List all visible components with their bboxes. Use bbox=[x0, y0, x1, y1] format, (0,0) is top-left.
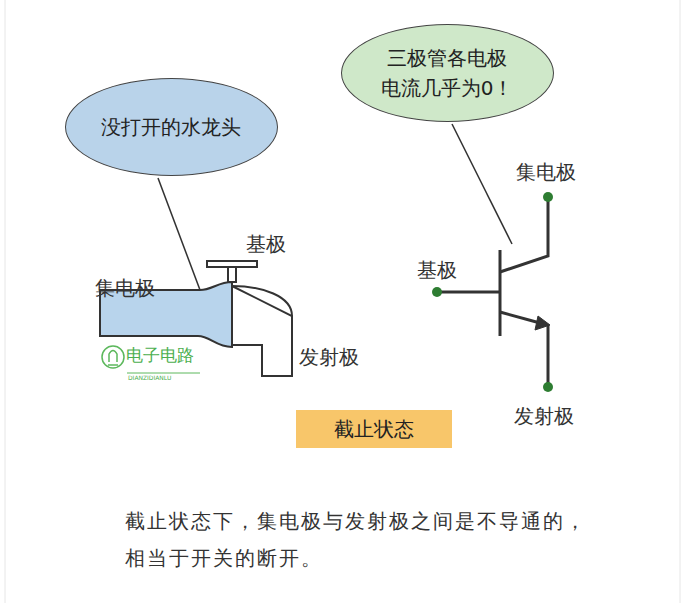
callout-ellipse: 没打开的水龙头 bbox=[65, 78, 278, 176]
pin-label: 集电极 bbox=[516, 160, 576, 184]
node-text: 截止状态 bbox=[334, 414, 414, 444]
caption: 截止状态下，集电极与发射极之间是不导通的，相当于开关的断开。 bbox=[125, 503, 600, 577]
terminal-dot bbox=[432, 192, 553, 392]
pin-label: 基极 bbox=[417, 258, 457, 282]
node-text: 三极管各电极 电流几乎为0！ bbox=[377, 43, 517, 103]
logo-icon bbox=[102, 346, 200, 373]
state-box: 截止状态 bbox=[296, 410, 452, 448]
watermark: DIANZIDIANLU bbox=[128, 374, 171, 381]
frame-line bbox=[5, 0, 6, 603]
frame-line bbox=[680, 0, 681, 603]
leader-line bbox=[158, 178, 203, 298]
pin-label: 发射极 bbox=[514, 404, 574, 428]
part-label: 基极 bbox=[246, 232, 286, 256]
watermark: 电子电路 bbox=[126, 345, 194, 365]
part-label: 发射极 bbox=[299, 345, 359, 369]
leader-line bbox=[452, 124, 512, 244]
transistor-symbol bbox=[437, 197, 550, 387]
node-text: 没打开的水龙头 bbox=[101, 112, 241, 142]
part-label: 集电极 bbox=[95, 276, 155, 300]
callout-ellipse: 三极管各电极 电流几乎为0！ bbox=[341, 24, 554, 122]
